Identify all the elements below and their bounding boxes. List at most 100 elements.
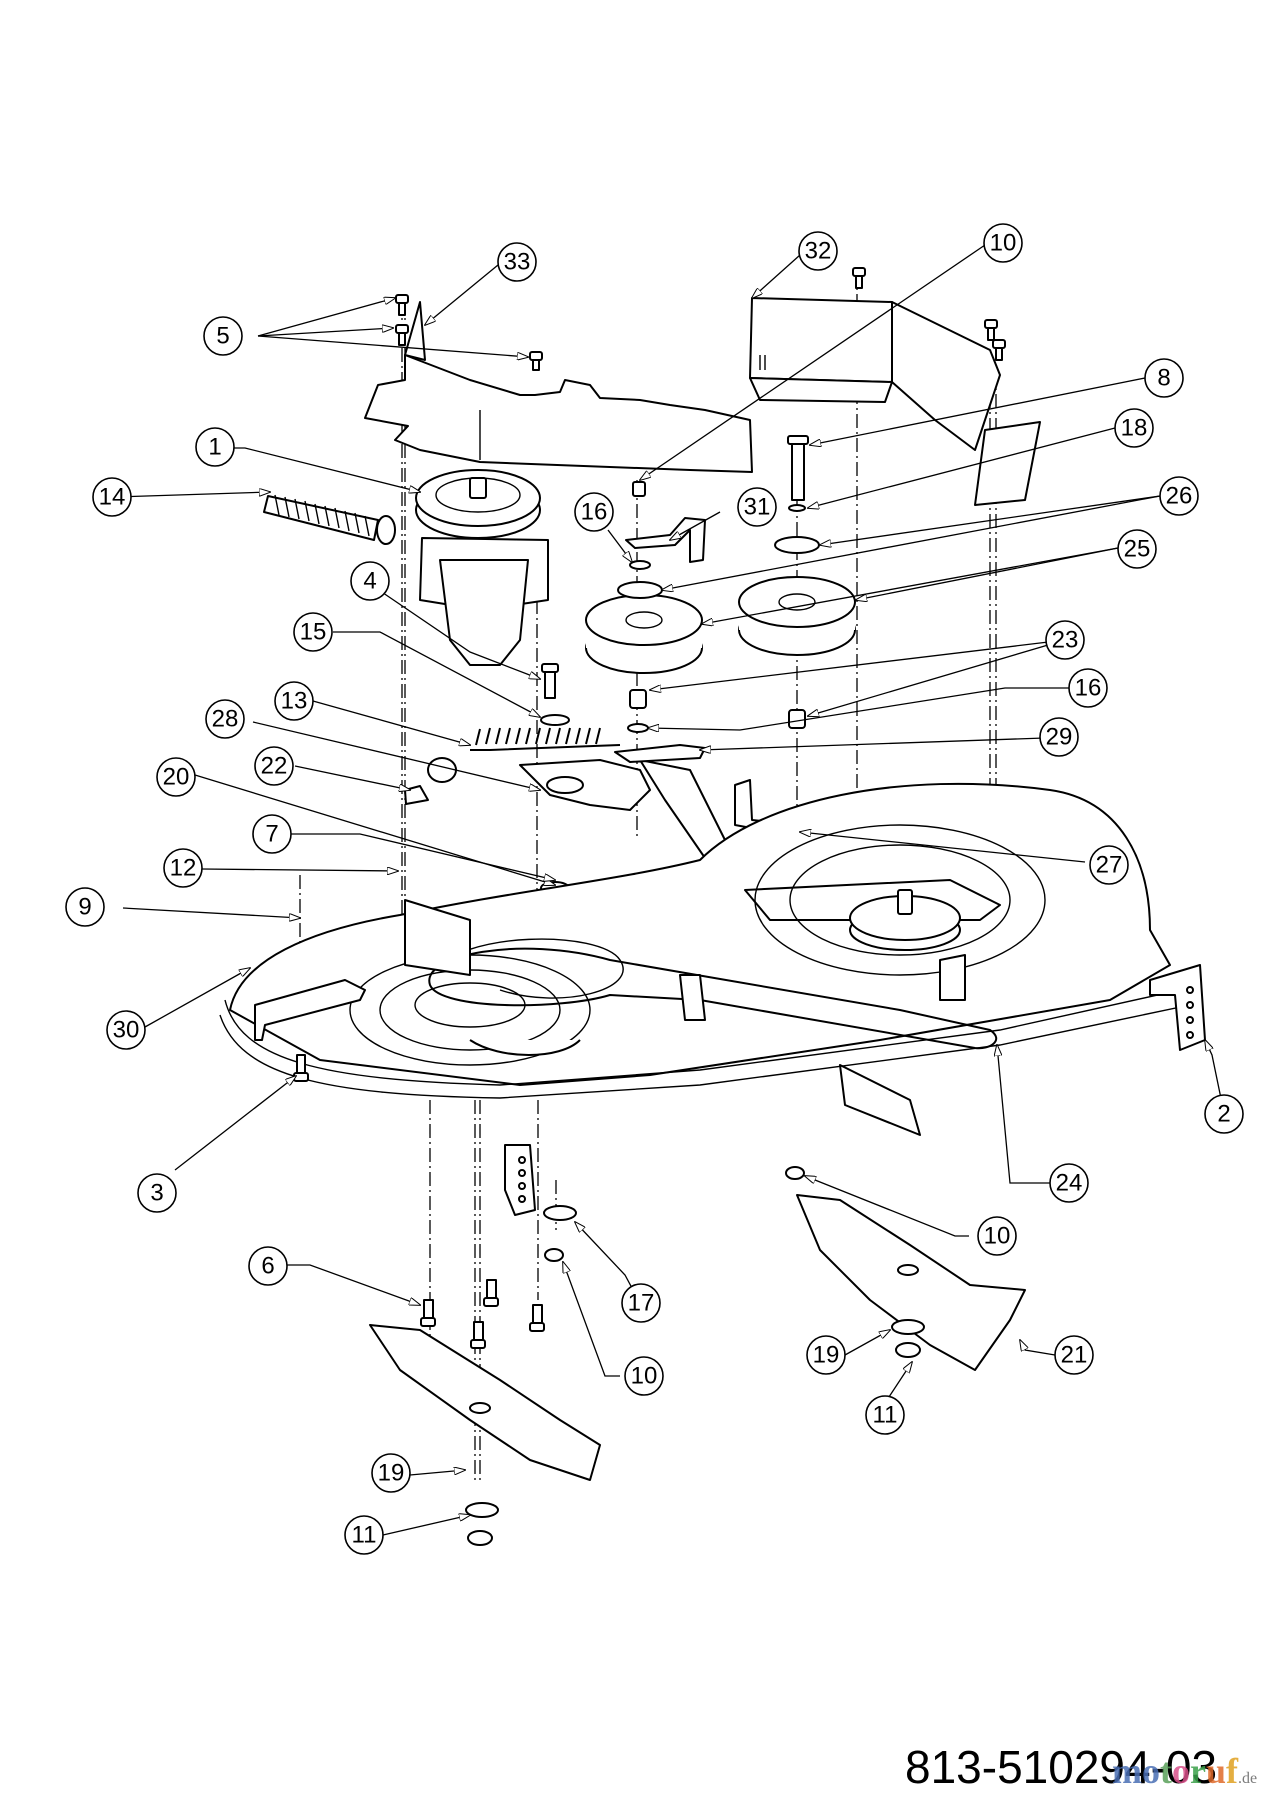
watermark-letter: r xyxy=(1190,1751,1206,1791)
bolt-icon xyxy=(529,1304,545,1332)
svg-text:20: 20 xyxy=(163,764,190,791)
callout-24[interactable]: 24 xyxy=(1049,1163,1089,1203)
svg-text:16: 16 xyxy=(581,499,608,526)
document-number: 813-510294-03 xyxy=(905,1741,1218,1793)
lower-hardware xyxy=(293,1054,805,1349)
bolt-icon xyxy=(992,339,1006,361)
leader-lines xyxy=(114,244,1225,1536)
svg-text:31: 31 xyxy=(744,494,771,521)
svg-text:21: 21 xyxy=(1061,1342,1088,1369)
callout-17[interactable]: 17 xyxy=(621,1283,661,1323)
callout-22[interactable]: 22 xyxy=(254,746,294,786)
callout-10c[interactable]: 10 xyxy=(624,1356,664,1396)
bolt-icon xyxy=(529,351,543,371)
callout-1[interactable]: 1 xyxy=(195,427,235,467)
callout-11b[interactable]: 11 xyxy=(344,1515,384,1555)
callout-33[interactable]: 33 xyxy=(497,242,537,282)
bolt-icon xyxy=(395,324,409,346)
bolt-icon xyxy=(483,1279,499,1307)
callout-9[interactable]: 9 xyxy=(65,887,105,927)
svg-text:32: 32 xyxy=(805,238,832,265)
svg-text:17: 17 xyxy=(628,1290,655,1317)
bolt-icon xyxy=(984,319,998,341)
callout-26[interactable]: 26 xyxy=(1159,476,1199,516)
callout-18[interactable]: 18 xyxy=(1114,408,1154,448)
svg-text:9: 9 xyxy=(78,894,91,921)
callout-20[interactable]: 20 xyxy=(156,757,196,797)
svg-text:14: 14 xyxy=(99,484,126,511)
svg-text:19: 19 xyxy=(378,1460,405,1487)
blade-right xyxy=(796,1194,1026,1371)
svg-text:4: 4 xyxy=(363,568,376,595)
callout-32[interactable]: 32 xyxy=(798,231,838,271)
svg-text:26: 26 xyxy=(1166,483,1193,510)
callout-16b[interactable]: 16 xyxy=(1068,668,1108,708)
callout-12[interactable]: 12 xyxy=(163,848,203,888)
svg-text:1: 1 xyxy=(208,434,221,461)
right-belt-shield xyxy=(749,297,1041,506)
callout-16[interactable]: 16 xyxy=(574,492,614,532)
svg-text:30: 30 xyxy=(113,1017,140,1044)
svg-text:11: 11 xyxy=(352,1522,377,1549)
callout-10b[interactable]: 10 xyxy=(977,1216,1017,1256)
svg-text:12: 12 xyxy=(170,855,197,882)
callout-27[interactable]: 27 xyxy=(1089,845,1129,885)
svg-text:27: 27 xyxy=(1096,852,1123,879)
watermark-tld: .de xyxy=(1238,1770,1258,1787)
callout-30[interactable]: 30 xyxy=(106,1010,146,1050)
svg-text:33: 33 xyxy=(504,249,531,276)
svg-text:10: 10 xyxy=(984,1223,1011,1250)
watermark-letter: o xyxy=(1142,1751,1160,1791)
watermark-letter: t xyxy=(1160,1751,1172,1791)
callout-10[interactable]: 10 xyxy=(983,223,1023,263)
callout-14[interactable]: 14 xyxy=(92,477,132,517)
callout-7[interactable]: 7 xyxy=(252,814,292,854)
callout-23[interactable]: 23 xyxy=(1045,620,1085,660)
spindle-pulley xyxy=(415,469,549,666)
spring-14 xyxy=(263,494,396,545)
callout-2[interactable]: 2 xyxy=(1204,1094,1244,1134)
bolt-icon xyxy=(293,1054,309,1082)
callout-28[interactable]: 28 xyxy=(205,699,245,739)
svg-text:18: 18 xyxy=(1121,415,1148,442)
bolt-icon xyxy=(852,267,866,289)
watermark-logo: motoruf.de xyxy=(1112,1750,1257,1792)
svg-text:22: 22 xyxy=(261,753,288,780)
callout-29[interactable]: 29 xyxy=(1039,717,1079,757)
callout-8[interactable]: 8 xyxy=(1144,358,1184,398)
callout-19b[interactable]: 19 xyxy=(371,1453,411,1493)
idler-pulley-right xyxy=(738,536,856,656)
callout-5[interactable]: 5 xyxy=(203,316,243,356)
svg-text:11: 11 xyxy=(873,1402,898,1429)
watermark-letter: o xyxy=(1172,1751,1190,1791)
callouts: 33 32 10 5 8 18 1 14 16 31 26 25 4 15 23… xyxy=(65,223,1244,1555)
svg-text:24: 24 xyxy=(1056,1170,1083,1197)
idler-pulley-left xyxy=(585,581,703,674)
svg-text:2: 2 xyxy=(1217,1101,1230,1128)
svg-text:10: 10 xyxy=(990,230,1017,257)
watermark-letter: m xyxy=(1112,1751,1142,1791)
svg-text:29: 29 xyxy=(1046,724,1073,751)
bolt-icon xyxy=(420,1299,436,1327)
mower-deck xyxy=(219,782,1206,1216)
svg-text:6: 6 xyxy=(261,1253,274,1280)
svg-text:3: 3 xyxy=(150,1180,163,1207)
svg-text:7: 7 xyxy=(265,821,278,848)
callout-15[interactable]: 15 xyxy=(293,612,333,652)
callout-6[interactable]: 6 xyxy=(248,1246,288,1286)
callout-11[interactable]: 11 xyxy=(865,1395,905,1435)
callout-4[interactable]: 4 xyxy=(350,561,390,601)
callout-31[interactable]: 31 xyxy=(737,487,777,527)
left-belt-shield xyxy=(364,301,753,473)
svg-text:13: 13 xyxy=(281,688,308,715)
callout-19[interactable]: 19 xyxy=(806,1335,846,1375)
idler-arm-assembly xyxy=(404,727,811,895)
svg-text:5: 5 xyxy=(216,323,229,350)
callout-21[interactable]: 21 xyxy=(1054,1335,1094,1375)
shield-bolts xyxy=(395,267,1006,371)
callout-13[interactable]: 13 xyxy=(274,681,314,721)
callout-3[interactable]: 3 xyxy=(137,1173,177,1213)
callout-25[interactable]: 25 xyxy=(1117,529,1157,569)
svg-text:28: 28 xyxy=(212,706,239,733)
